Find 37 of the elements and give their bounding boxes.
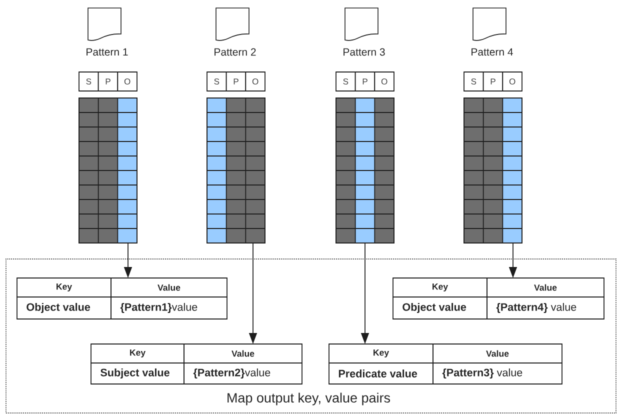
header-cell: O xyxy=(117,72,138,92)
pattern-label: Pattern 2 xyxy=(214,48,256,56)
header-cell: O xyxy=(245,72,266,92)
table-cell: Subject value xyxy=(90,362,184,384)
data-grid xyxy=(78,98,138,244)
table-cell: Value xyxy=(486,278,604,298)
data-grid xyxy=(206,98,266,244)
header-cell: S xyxy=(206,72,227,92)
header-cell: S xyxy=(464,72,484,92)
table-cell: Value xyxy=(184,344,302,364)
table-cell: Key xyxy=(16,278,112,298)
table-cell: Key xyxy=(392,278,488,298)
pattern-label: Pattern 1 xyxy=(86,48,128,56)
header-cell: P xyxy=(354,72,376,92)
pattern-label: Pattern 3 xyxy=(344,48,385,56)
header-cell: O xyxy=(502,72,522,92)
table-cell: Key xyxy=(328,344,434,364)
data-grid xyxy=(464,98,522,244)
group-label: Map output key, value pairs xyxy=(228,392,390,406)
table-cell: Predicate value xyxy=(328,362,434,384)
table-cell: Object value xyxy=(392,296,488,320)
table-cell: Key xyxy=(90,344,184,364)
header-cell: S xyxy=(336,72,356,92)
header-cell: P xyxy=(98,72,118,92)
header-cell: S xyxy=(78,72,99,92)
table-cell: {Pattern4} value xyxy=(486,296,604,320)
table-cell: Value xyxy=(432,344,562,364)
header-cell: P xyxy=(482,72,504,92)
data-grid xyxy=(336,98,394,244)
header-cell: P xyxy=(226,72,246,92)
table-cell: {Pattern2}value xyxy=(184,362,302,384)
table-cell: Object value xyxy=(16,296,112,320)
table-cell: Value xyxy=(110,278,228,298)
table-cell: {Pattern3} value xyxy=(432,362,562,384)
header-cell: O xyxy=(374,72,394,92)
table-cell: {Pattern1}value xyxy=(110,296,228,320)
pattern-label: Pattern 4 xyxy=(472,48,513,56)
